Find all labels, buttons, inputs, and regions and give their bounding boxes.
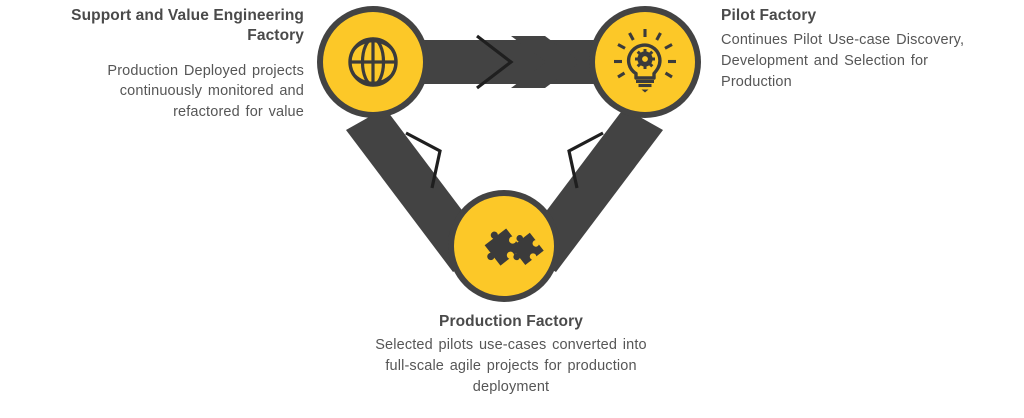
pilot-factory-description: Continues Pilot Use-case Discovery, Deve…: [721, 32, 965, 90]
production-factory-title: Production Factory: [439, 313, 583, 330]
node-pilot-factory[interactable]: [589, 6, 701, 118]
label-support-factory: Support and Value Engineering Factory Pr…: [18, 6, 304, 123]
support-factory-description: Production Deployed projects continuousl…: [107, 62, 304, 121]
production-factory-description: Selected pilots use-cases converted into…: [375, 337, 647, 395]
node-support-factory[interactable]: [317, 6, 429, 118]
node-production-factory[interactable]: [448, 190, 560, 302]
globe-icon: [348, 37, 398, 87]
pilot-factory-title: Pilot Factory: [721, 7, 817, 24]
connector-support-to-pilot: [368, 34, 645, 90]
support-factory-title: Support and Value Engineering Factory: [71, 7, 304, 45]
label-production-factory: Production Factory Selected pilots use-c…: [322, 312, 700, 397]
label-pilot-factory: Pilot Factory Continues Pilot Use-case D…: [721, 6, 1011, 92]
